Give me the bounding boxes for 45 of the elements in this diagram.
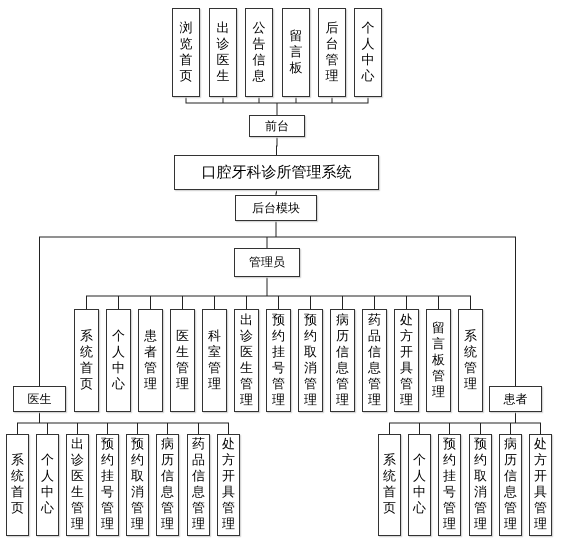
module-box: 预约取消管理 xyxy=(298,309,323,412)
module-box: 系统管理 xyxy=(458,309,483,412)
module-box: 处方开具管理 xyxy=(394,309,419,412)
module-box: 医生 xyxy=(13,386,66,412)
connector-line xyxy=(276,96,368,116)
module-box: 出诊医生 xyxy=(209,8,237,97)
module-box: 出诊医生管理 xyxy=(66,434,89,536)
module-box: 处方开具管理 xyxy=(217,434,240,536)
module-box: 医生管理 xyxy=(170,309,195,412)
connector-line xyxy=(276,136,278,156)
module-box: 患者 xyxy=(489,386,542,412)
module-box: 处方开具管理 xyxy=(529,434,552,536)
module-box: 预约取消管理 xyxy=(126,434,149,536)
module-box: 个人中心 xyxy=(106,309,131,412)
module-box: 科室管理 xyxy=(202,309,227,412)
module-box: 公告信息 xyxy=(245,8,273,97)
module-box: 留言板管理 xyxy=(426,309,451,412)
module-box: 预约挂号管理 xyxy=(96,434,119,536)
module-box: 个人中心 xyxy=(354,8,382,97)
module-box: 病历信息管理 xyxy=(499,434,522,536)
connector-line xyxy=(39,412,229,434)
module-box: 后台模块 xyxy=(235,195,317,221)
module-box: 浏览首页 xyxy=(172,8,200,97)
module-box: 后台管理 xyxy=(318,8,346,97)
module-box: 患者管理 xyxy=(138,309,163,412)
module-box: 出诊医生管理 xyxy=(234,309,259,412)
module-box: 预约挂号管理 xyxy=(266,309,291,412)
module-box: 药品信息管理 xyxy=(362,309,387,412)
module-box: 系统首页 xyxy=(6,434,29,536)
module-box: 系统首页 xyxy=(378,434,401,536)
connector-line xyxy=(276,190,277,196)
module-box: 病历信息管理 xyxy=(330,309,355,412)
connector-line xyxy=(515,412,541,434)
module-box: 个人中心 xyxy=(408,434,431,536)
connector-line xyxy=(266,276,471,310)
module-box: 前台 xyxy=(249,115,305,137)
module-box: 预约取消管理 xyxy=(469,434,492,536)
system-title-box: 口腔牙科诊所管理系统 xyxy=(174,155,379,190)
module-box: 预约挂号管理 xyxy=(438,434,461,536)
module-box: 药品信息管理 xyxy=(187,434,210,536)
module-box: 留言板 xyxy=(282,8,310,97)
module-box: 系统首页 xyxy=(74,309,99,412)
module-box: 个人中心 xyxy=(36,434,59,536)
module-box: 管理员 xyxy=(234,248,300,277)
module-box: 病历信息管理 xyxy=(156,434,179,536)
